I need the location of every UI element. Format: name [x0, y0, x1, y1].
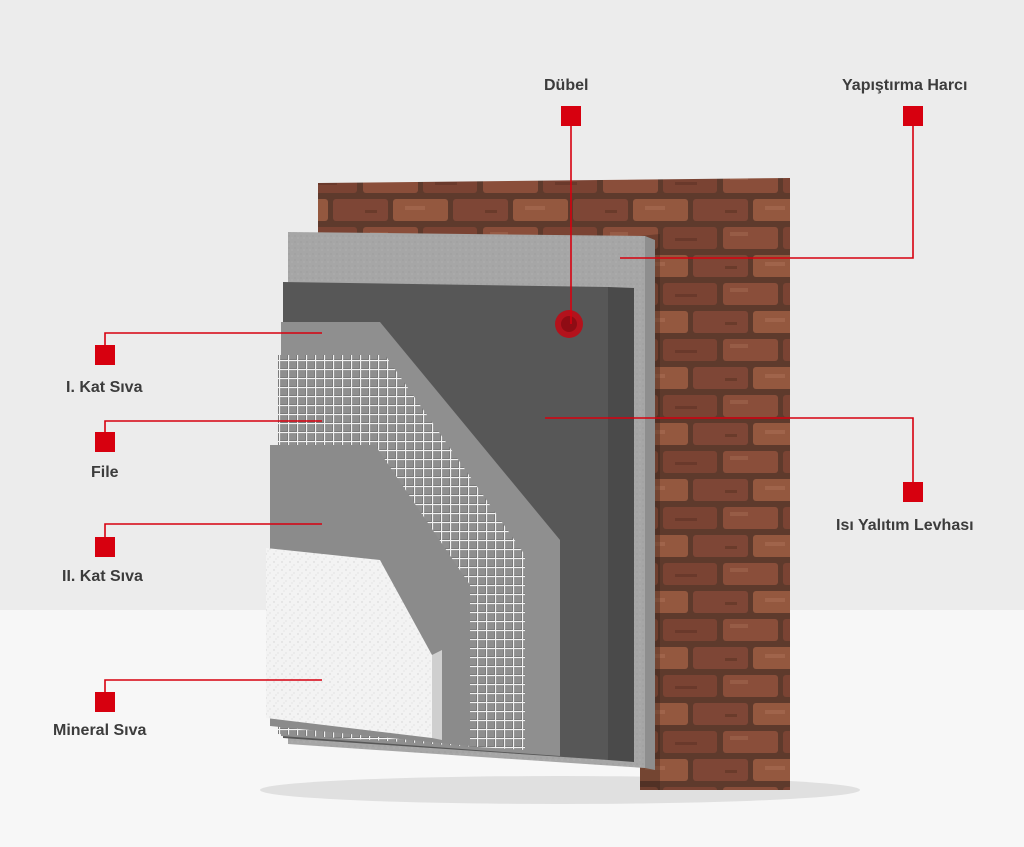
marker-mineral: [95, 692, 115, 712]
marker-isi: [903, 482, 923, 502]
mineral-plaster-edge: [432, 650, 442, 740]
label-kat1-siva: I. Kat Sıva: [66, 379, 143, 396]
leader-isi: [545, 417, 914, 482]
dowel-head-inner: [561, 316, 577, 332]
label-dubel: Dübel: [544, 77, 589, 94]
marker-kat1: [95, 345, 115, 365]
marker-dubel: [561, 106, 581, 126]
marker-file: [95, 432, 115, 452]
leader-kat1: [104, 332, 322, 345]
insulation-board-edge: [608, 287, 634, 762]
marker-kat2: [95, 537, 115, 557]
adhesive-mortar-edge: [645, 236, 655, 770]
leader-file: [104, 420, 322, 432]
label-mineral-siva: Mineral Sıva: [53, 722, 147, 739]
label-yapistirma-harci: Yapıştırma Harcı: [842, 77, 968, 94]
leader-yapistirma: [620, 125, 914, 259]
brick-wall-top: [318, 178, 790, 236]
label-file: File: [91, 464, 119, 481]
leader-mineral: [104, 679, 322, 692]
leader-kat2: [104, 523, 322, 537]
label-isi-yalitim: Isı Yalıtım Levhası: [836, 517, 974, 534]
marker-yapistirma: [903, 106, 923, 126]
brick-wall-side: [640, 218, 790, 790]
label-kat2-siva: II. Kat Sıva: [62, 568, 143, 585]
label-markers: [95, 106, 923, 712]
leader-lines: [104, 125, 914, 692]
mineral-plaster: [266, 548, 432, 738]
